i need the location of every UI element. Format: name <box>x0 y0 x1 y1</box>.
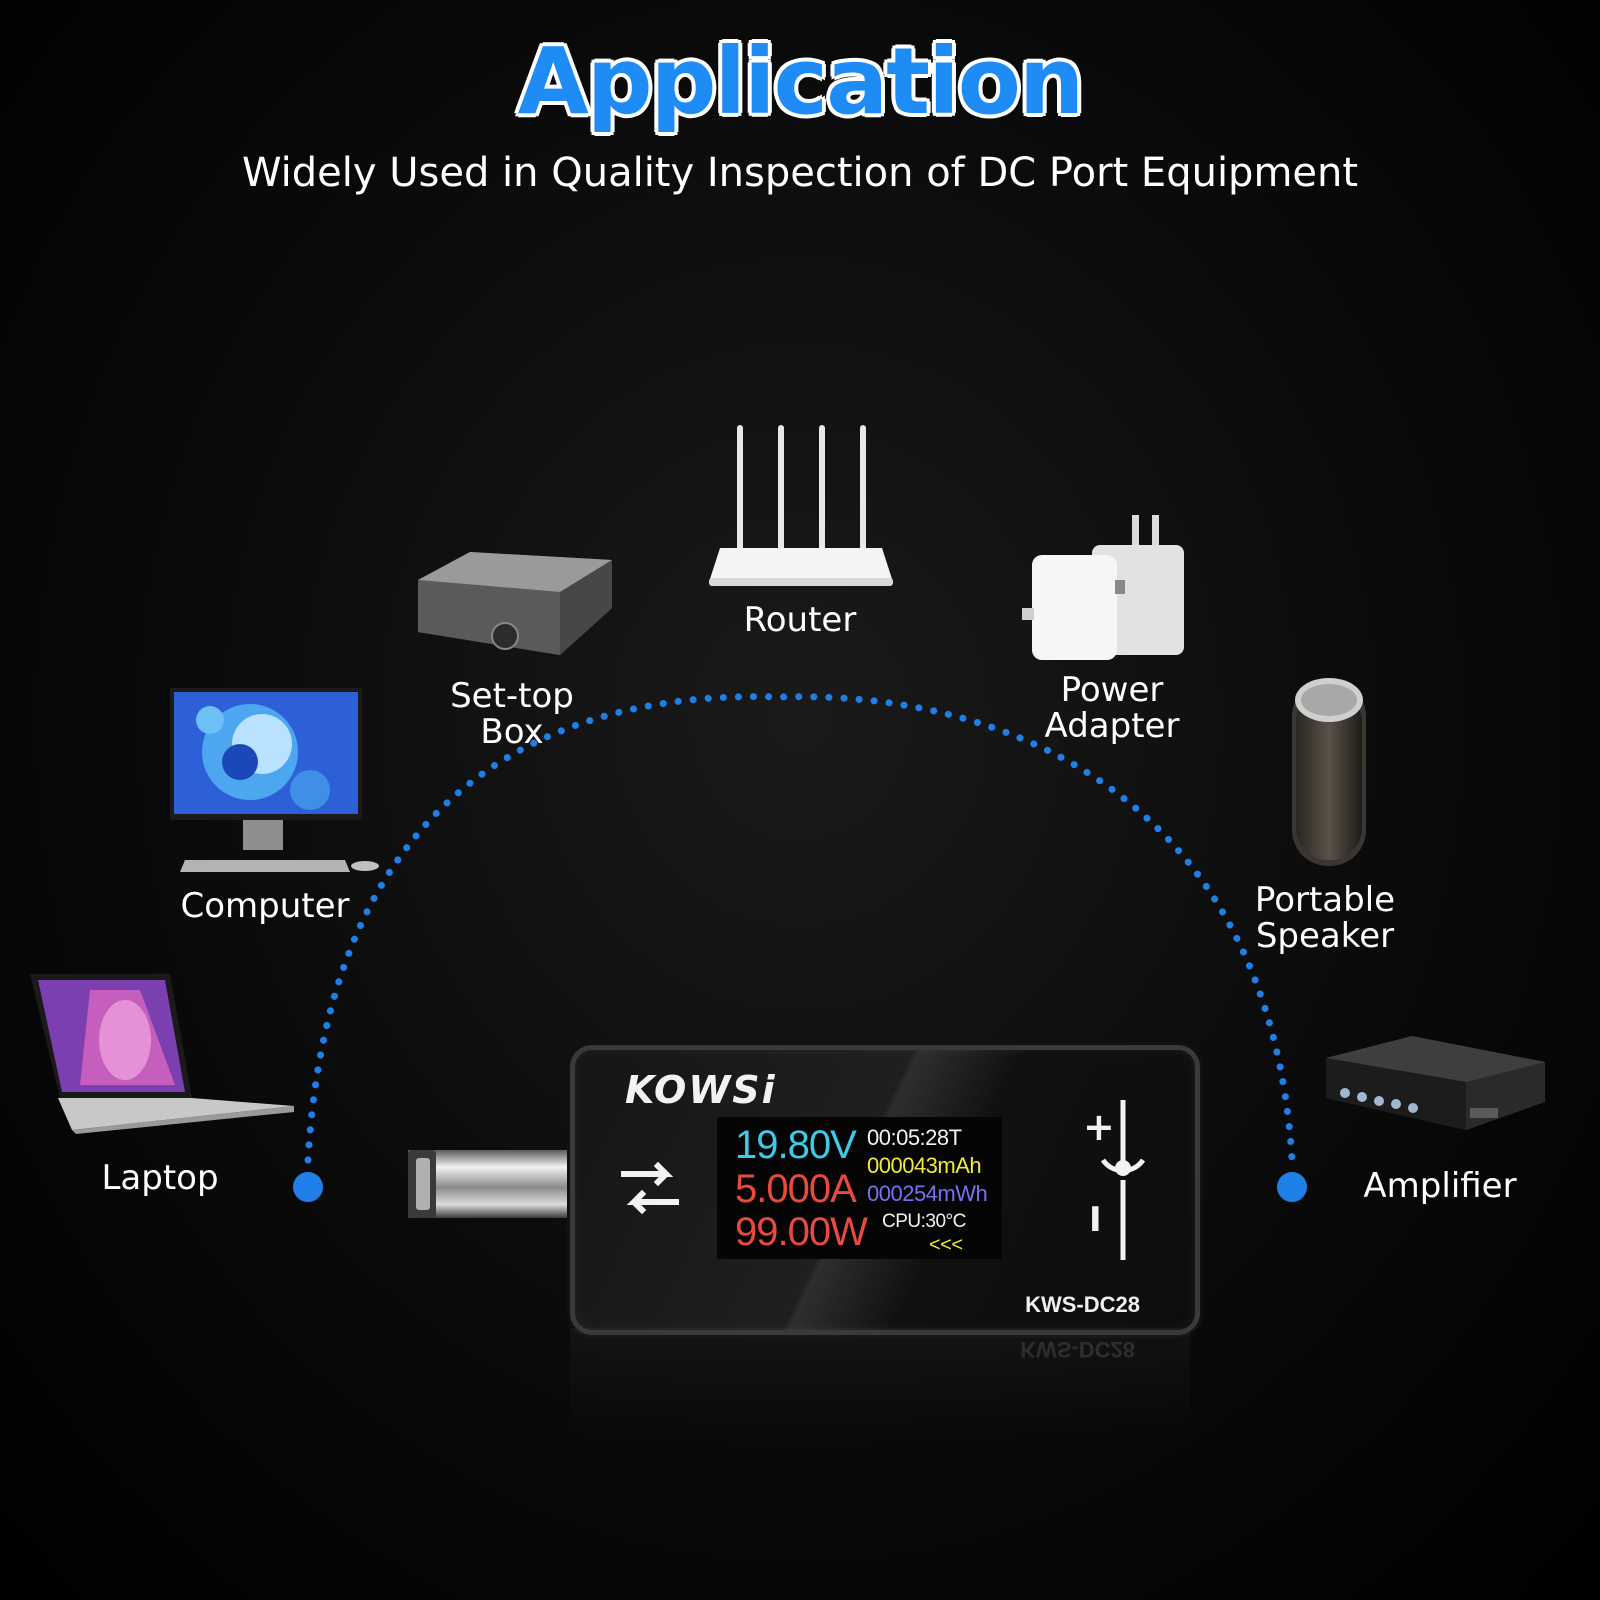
page-title: Application <box>517 28 1085 135</box>
portable-speaker-label: Portable Speaker <box>1225 882 1425 954</box>
model-label: KWS-DC28 <box>1025 1292 1140 1317</box>
set-top-box-label: Set-top Box <box>412 678 612 750</box>
usb-meter-device: KOWSi 19.80V 5.000A 99.00W 00:05:28T 000… <box>570 1045 1200 1335</box>
amplifier-icon <box>1326 1036 1545 1130</box>
capacity-readout: 000043mAh <box>867 1153 982 1178</box>
amplifier-label: Amplifier <box>1363 1166 1517 1206</box>
minus-symbol: I <box>1089 1200 1102 1240</box>
set-top-box-label-line2: Box <box>480 712 544 752</box>
portable-speaker-label-line1: Portable <box>1254 880 1396 920</box>
computer-icon <box>170 688 379 872</box>
dc-plug-icon <box>408 1150 570 1218</box>
page-subtitle: Widely Used in Quality Inspection of DC … <box>241 150 1359 196</box>
device-reflection: KWS-DC28 <box>570 1328 1190 1438</box>
transfer-arrows-icon <box>621 1161 679 1215</box>
direction-indicator: <<< <box>929 1234 963 1256</box>
set-top-box-label-line1: Set-top <box>450 676 574 716</box>
meter-screen: 19.80V 5.000A 99.00W 00:05:28T 000043mAh… <box>717 1117 1002 1259</box>
portable-speaker-icon <box>1292 678 1366 866</box>
cpu-temp-readout: CPU:30°C <box>882 1211 966 1232</box>
power-adapter-label-line1: Power <box>1060 670 1164 710</box>
brand-logo: KOWSi <box>625 1068 777 1112</box>
power-readout: 99.00W <box>735 1210 868 1254</box>
power-adapter-label-line2: Adapter <box>1044 706 1180 746</box>
laptop-label: Laptop <box>101 1158 219 1198</box>
current-readout: 5.000A <box>735 1167 857 1211</box>
voltage-readout: 19.80V <box>735 1123 857 1167</box>
laptop-icon <box>30 974 294 1134</box>
arc-end-dot-right <box>1277 1172 1307 1202</box>
energy-readout: 000254mWh <box>867 1181 988 1206</box>
power-adapter-label: Power Adapter <box>1012 672 1212 744</box>
plus-symbol: + <box>1083 1105 1115 1149</box>
reflection-model-label: KWS-DC28 <box>1020 1337 1135 1362</box>
polarity-icon <box>1100 1100 1146 1260</box>
arc-end-dot-left <box>293 1172 323 1202</box>
router-label: Router <box>743 600 857 640</box>
router-icon <box>709 425 893 586</box>
power-adapter-icon <box>1022 515 1184 660</box>
dotted-arc <box>304 693 1296 1164</box>
time-readout: 00:05:28T <box>867 1125 962 1150</box>
set-top-box-icon <box>418 552 612 655</box>
computer-label: Computer <box>180 886 350 926</box>
portable-speaker-label-line2: Speaker <box>1255 916 1395 956</box>
